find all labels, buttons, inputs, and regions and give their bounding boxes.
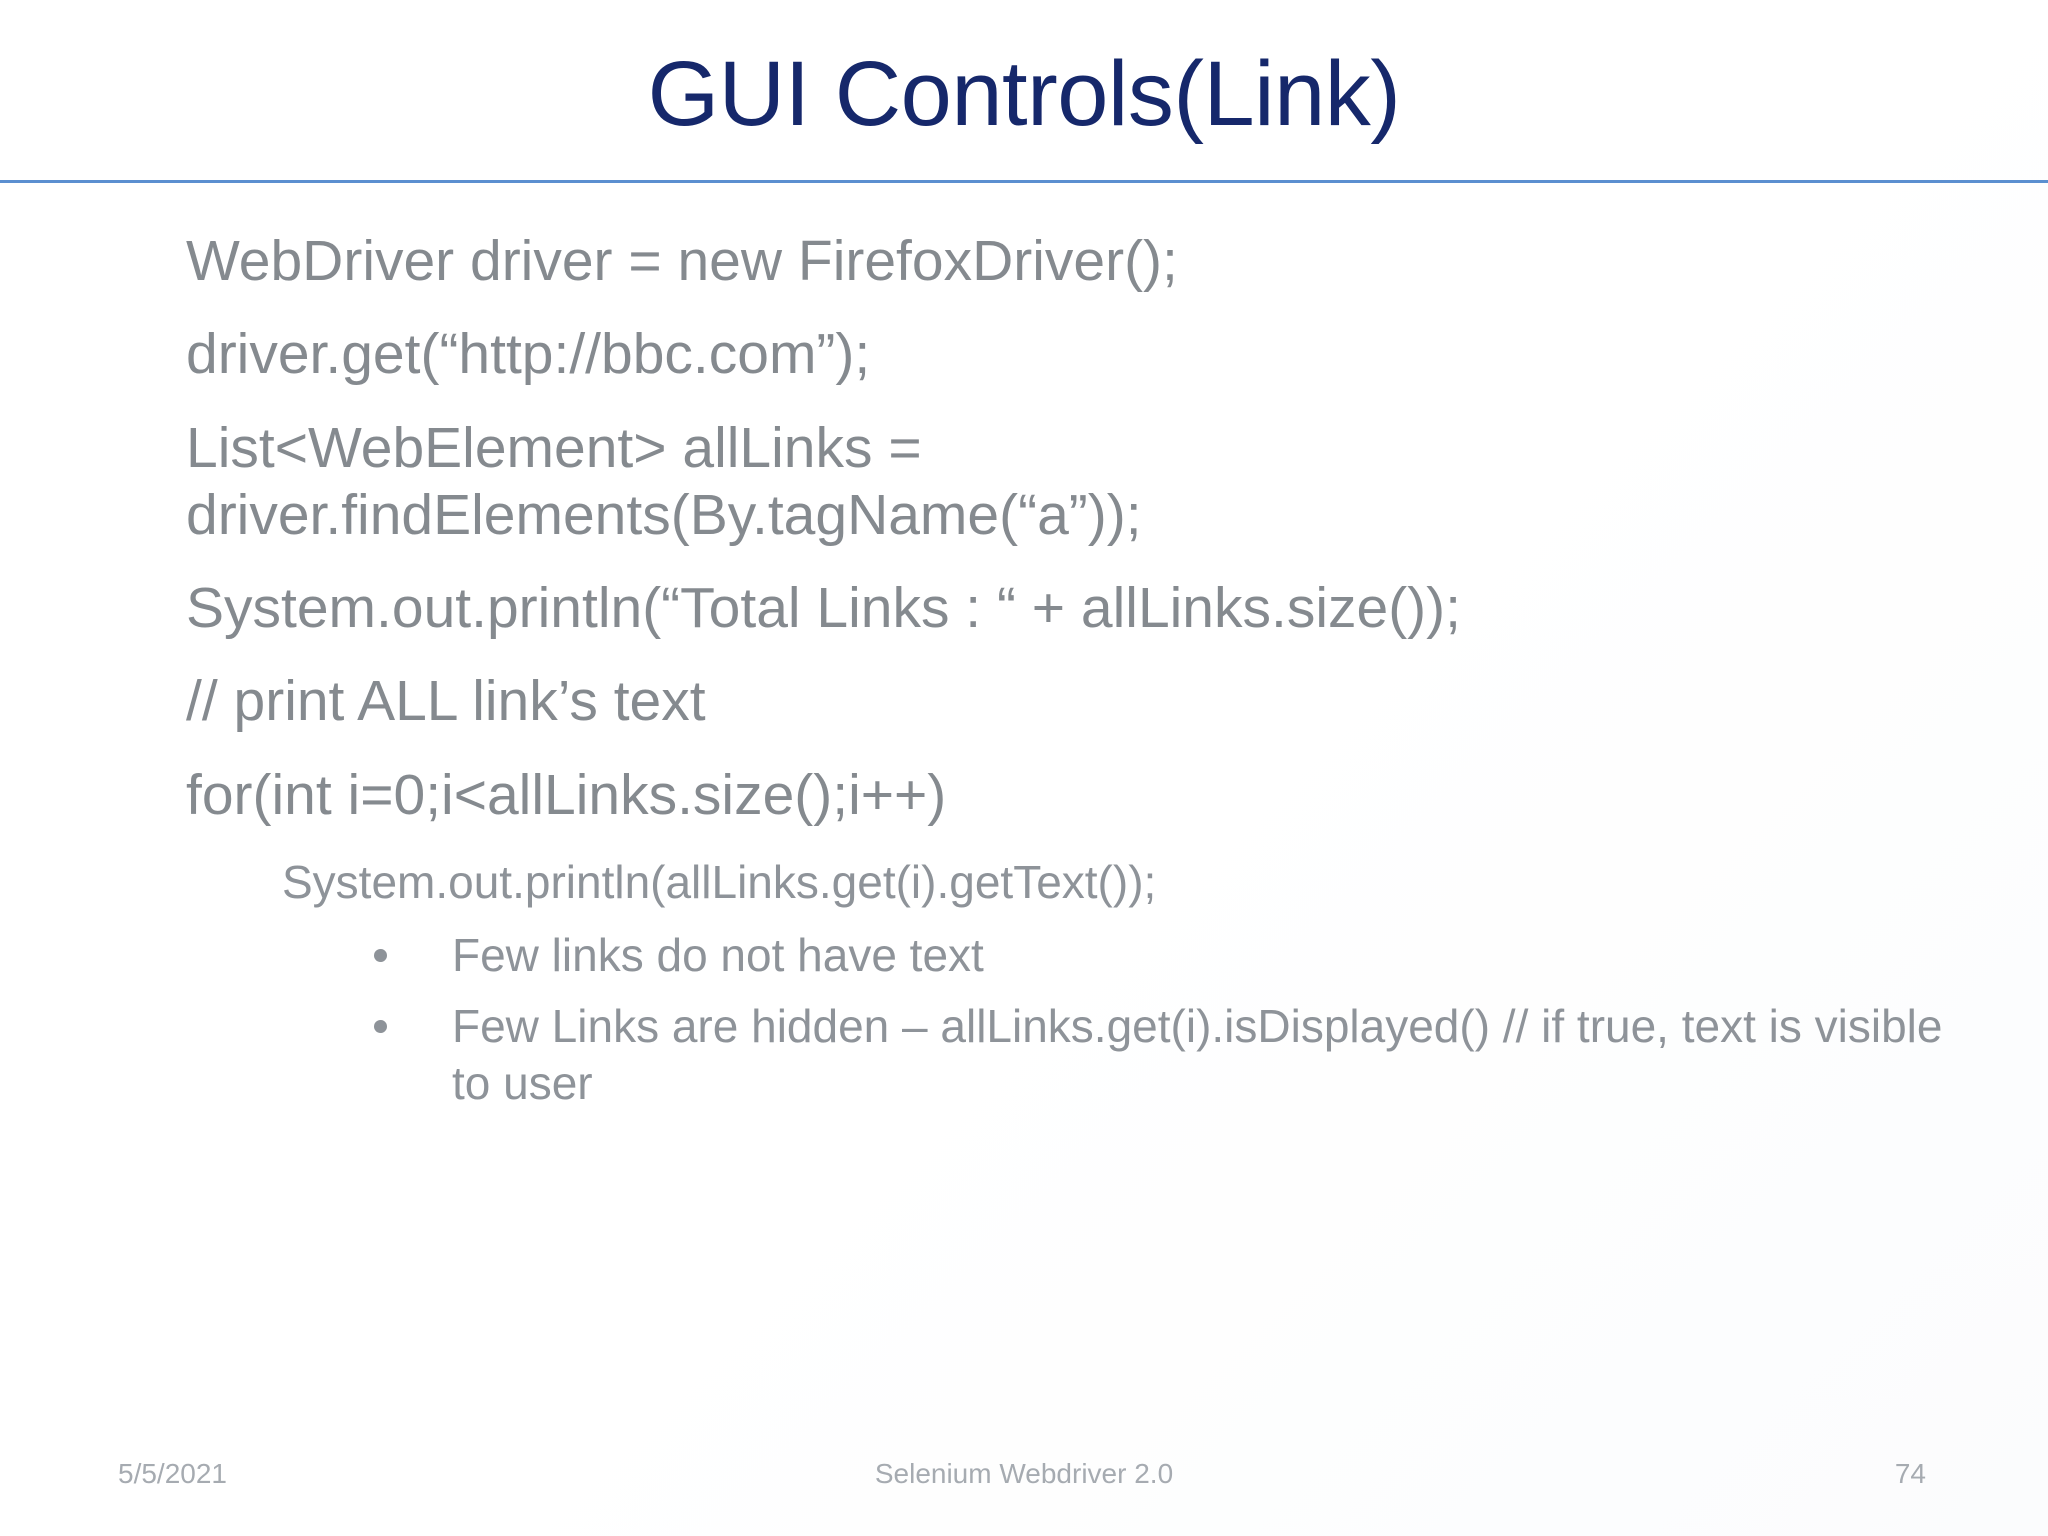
code-line-1: WebDriver driver = new FirefoxDriver(); xyxy=(186,229,1178,293)
code-line-3: List<WebElement> allLinks = driver.findE… xyxy=(186,415,1142,547)
code-line-indented: System.out.println(allLinks.get(i).getTe… xyxy=(282,855,1157,908)
slide-body: WebDriver driver = new FirefoxDriver(); … xyxy=(186,228,1986,1126)
code-line-6: for(int i=0;i<allLinks.size();i++) xyxy=(186,762,947,827)
code-line-5: // print ALL link’s text xyxy=(186,669,706,734)
title-area: GUI Controls(Link) xyxy=(0,14,2048,174)
code-line-4: System.out.println(“Total Links : “ + al… xyxy=(186,576,1461,640)
list-item: Few links do not have text xyxy=(374,927,1982,984)
title-divider xyxy=(0,180,2048,183)
slide-footer: 5/5/2021 Selenium Webdriver 2.0 74 xyxy=(0,1448,2048,1500)
list-item-label: Few Links are hidden – allLinks.get(i).i… xyxy=(452,1000,1943,1110)
footer-date: 5/5/2021 xyxy=(118,1458,227,1489)
list-item: Few Links are hidden – allLinks.get(i).i… xyxy=(374,998,1982,1112)
page-title: GUI Controls(Link) xyxy=(647,42,1401,145)
footer-page-number: 74 xyxy=(1894,1458,1926,1489)
bullet-dot-icon xyxy=(374,949,387,963)
bullet-dot-icon xyxy=(374,1020,387,1034)
list-item-label: Few links do not have text xyxy=(452,929,984,982)
code-line-2: driver.get(“http://bbc.com”); xyxy=(186,322,871,387)
footer-center-text: Selenium Webdriver 2.0 xyxy=(874,1458,1174,1489)
bullet-list: Few links do not have text Few Links are… xyxy=(186,927,1986,1112)
